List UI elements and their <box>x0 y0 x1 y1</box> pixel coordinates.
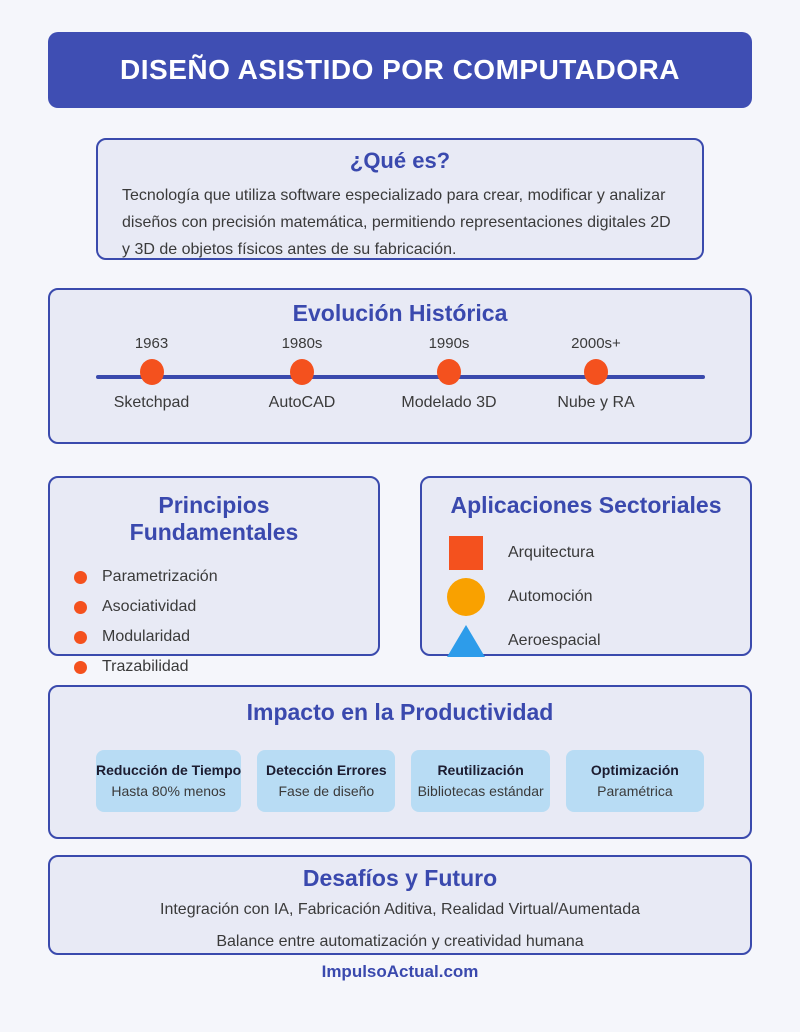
bullet-icon <box>74 570 87 584</box>
card-subtitle: Fase de diseño <box>278 783 375 799</box>
evolution-section: Evolución Histórica 1963 Sketchpad 1980s… <box>48 288 752 444</box>
milestone-label: AutoCAD <box>268 394 336 411</box>
applications-section: Aplicaciones Sectoriales Arquitectura Au… <box>420 476 752 657</box>
impact-card: Optimización Paramétrica <box>565 750 705 812</box>
future-title: Desafíos y Futuro <box>302 865 498 891</box>
evolution-title: Evolución Histórica <box>292 300 508 326</box>
applications-title: Aplicaciones Sectoriales <box>450 492 722 518</box>
future-line: Integración con IA, Fabricación Aditiva,… <box>160 901 640 918</box>
list-item: Automoción <box>446 575 726 619</box>
impact-card: Reutilización Bibliotecas estándar <box>411 750 550 812</box>
principle-label: Asociatividad <box>102 598 197 615</box>
future-section: Desafíos y Futuro Integración con IA, Fa… <box>48 855 752 955</box>
principle-label: Trazabilidad <box>102 658 189 675</box>
timeline-milestone: 1980s AutoCAD <box>227 335 377 412</box>
principles-section: Principios Fundamentales Parametrización… <box>48 476 380 675</box>
principle-label: Parametrización <box>102 568 218 585</box>
bullet-icon <box>74 660 87 674</box>
two-column-row: Principios Fundamentales Parametrización… <box>48 476 752 675</box>
page-title: DISEÑO ASISTIDO POR COMPUTADORA <box>120 54 680 85</box>
application-label: Aeroespacial <box>508 632 601 649</box>
card-title: Detección Errores <box>266 762 387 778</box>
impact-card: Reducción de Tiempo Hasta 80% menos <box>96 750 242 812</box>
application-label: Automoción <box>508 588 593 605</box>
milestone-label: Modelado 3D <box>401 394 497 411</box>
timeline-line <box>95 375 705 379</box>
list-item: Asociatividad <box>74 592 354 622</box>
timeline-milestone: 1963 Sketchpad <box>77 335 227 412</box>
impact-title: Impacto en la Productividad <box>246 699 554 725</box>
footer-link[interactable]: ImpulsoActual.com <box>321 962 479 981</box>
what-is-description: Tecnología que utiliza software especial… <box>122 187 671 258</box>
milestone-year: 1990s <box>428 335 470 352</box>
triangle-icon <box>447 625 485 657</box>
list-item: Trazabilidad <box>74 652 354 682</box>
card-subtitle: Paramétrica <box>597 783 673 799</box>
timeline-dot-icon <box>290 359 314 385</box>
card-title: Reutilización <box>437 762 524 778</box>
footer: ImpulsoActual.com <box>0 962 800 982</box>
timeline-dot-icon <box>139 359 164 385</box>
title-banner: DISEÑO ASISTIDO POR COMPUTADORA <box>48 32 752 108</box>
list-item: Arquitectura <box>446 531 726 575</box>
timeline-milestone: 2000s+ Nube y RA <box>521 335 671 412</box>
milestone-label: Nube y RA <box>557 394 635 411</box>
milestone-year: 1980s <box>281 335 323 352</box>
impact-section: Impacto en la Productividad Reducción de… <box>48 685 752 839</box>
what-is-title: ¿Qué es? <box>349 148 451 173</box>
timeline-milestone: 1990s Modelado 3D <box>374 335 524 412</box>
list-item: Parametrización <box>74 562 354 592</box>
milestone-year: 2000s+ <box>571 335 621 352</box>
future-line: Balance entre automatización y creativid… <box>216 933 584 950</box>
application-label: Arquitectura <box>508 544 595 561</box>
what-is-section: ¿Qué es? Tecnología que utiliza software… <box>96 138 704 260</box>
principle-label: Modularidad <box>102 628 191 645</box>
timeline: 1963 Sketchpad 1980s AutoCAD 1990s Model… <box>50 335 750 445</box>
principles-list: Parametrización Asociatividad Modularida… <box>74 562 354 682</box>
square-icon <box>449 536 483 570</box>
impact-card: Detección Errores Fase de diseño <box>257 750 396 812</box>
impact-cards: Reducción de Tiempo Hasta 80% menos Dete… <box>96 750 705 812</box>
card-subtitle: Hasta 80% menos <box>111 783 226 799</box>
applications-list: Arquitectura Automoción Aeroespacial <box>446 531 726 663</box>
circle-icon <box>447 578 485 616</box>
bullet-icon <box>74 600 87 614</box>
list-item: Aeroespacial <box>446 619 726 663</box>
principles-title: Principios Fundamentales <box>129 492 299 545</box>
card-title: Reducción de Tiempo <box>96 762 242 778</box>
timeline-dot-icon <box>584 359 608 385</box>
card-title: Optimización <box>590 762 679 778</box>
bullet-icon <box>74 630 87 644</box>
list-item: Modularidad <box>74 622 354 652</box>
milestone-label: Sketchpad <box>113 394 190 411</box>
milestone-year: 1963 <box>134 335 169 352</box>
card-subtitle: Bibliotecas estándar <box>417 783 544 799</box>
timeline-dot-icon <box>437 359 461 385</box>
